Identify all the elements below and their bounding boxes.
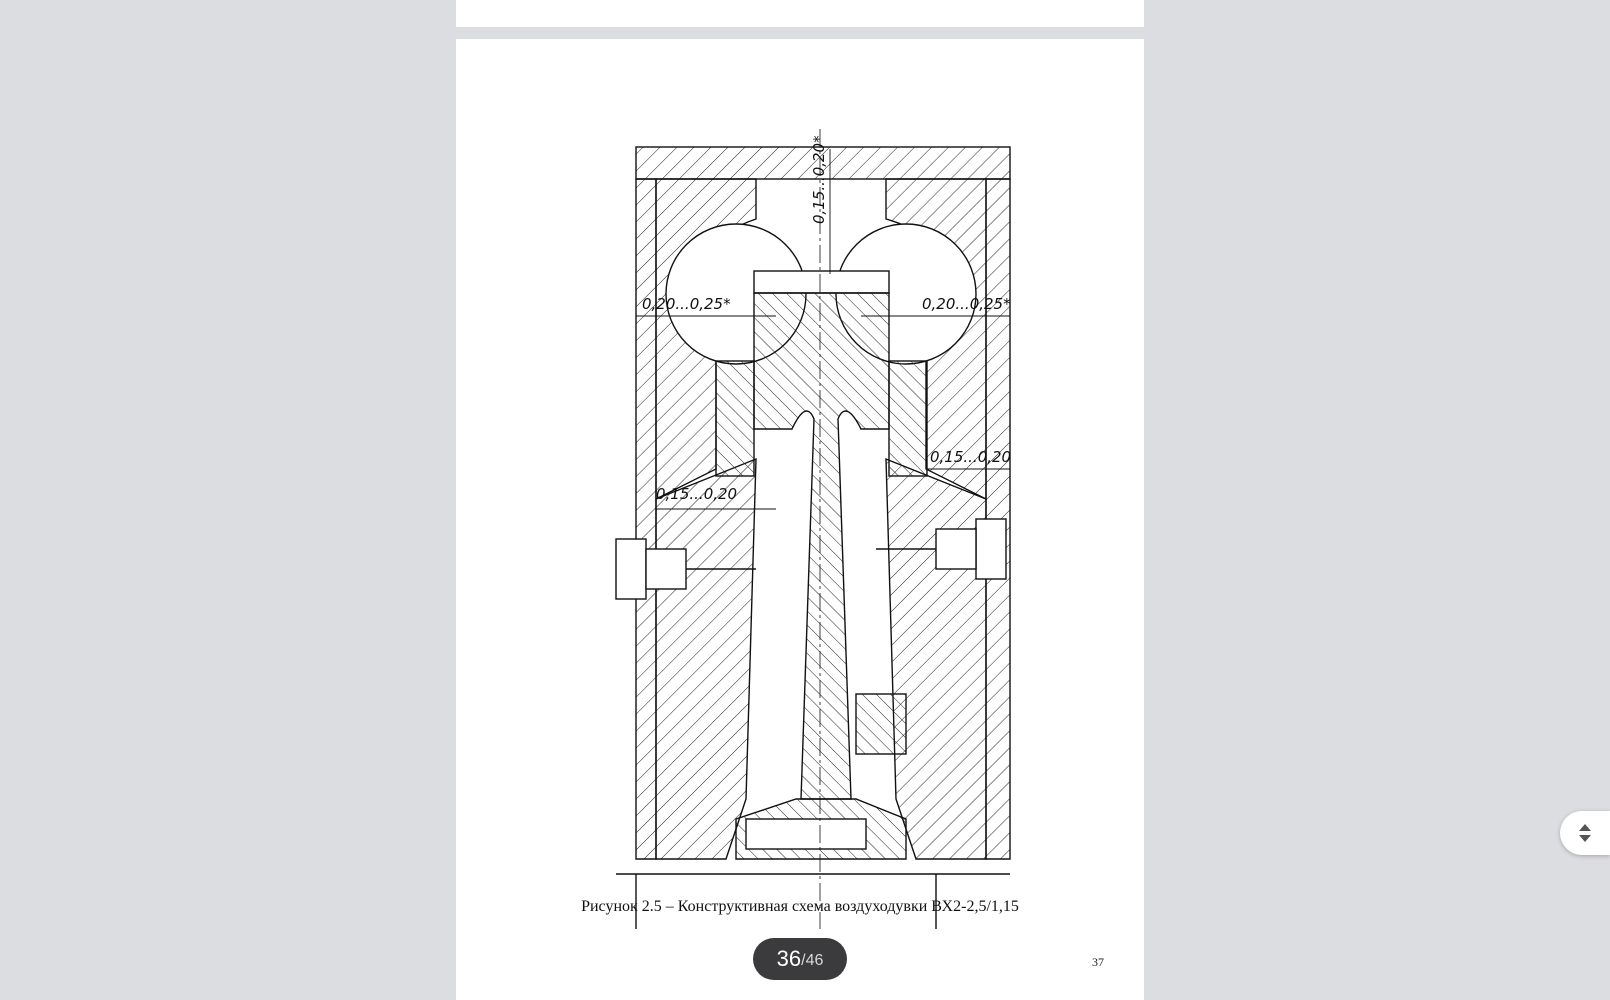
scroll-control-button[interactable] <box>1560 811 1610 855</box>
dimension-right-middle: 0,15...0,20 <box>930 448 1011 466</box>
technical-drawing: 0,15...0,20* 0,20...0,25* 0,20...0,25* 0… <box>615 129 1011 929</box>
dimension-left-upper: 0,20...0,25* <box>642 295 731 313</box>
up-down-arrows-icon <box>1579 824 1591 842</box>
total-pages: 46 <box>805 952 824 969</box>
figure-caption: Рисунок 2.5 – Конструктивная схема возду… <box>581 898 1019 915</box>
current-page: 36 <box>776 946 802 971</box>
previous-page <box>456 0 1144 27</box>
dimension-right-upper: 0,20...0,25* <box>922 295 1011 313</box>
page-counter: 36 / 46 <box>753 938 847 980</box>
printed-page-number: 37 <box>1092 955 1104 969</box>
dimension-top-vertical: 0,15...0,20* <box>810 135 828 224</box>
page-separator: / <box>801 952 806 969</box>
dimension-left-middle: 0,15...0,20 <box>656 485 737 503</box>
document-page: 0,15...0,20* 0,20...0,25* 0,20...0,25* 0… <box>456 39 1144 1000</box>
